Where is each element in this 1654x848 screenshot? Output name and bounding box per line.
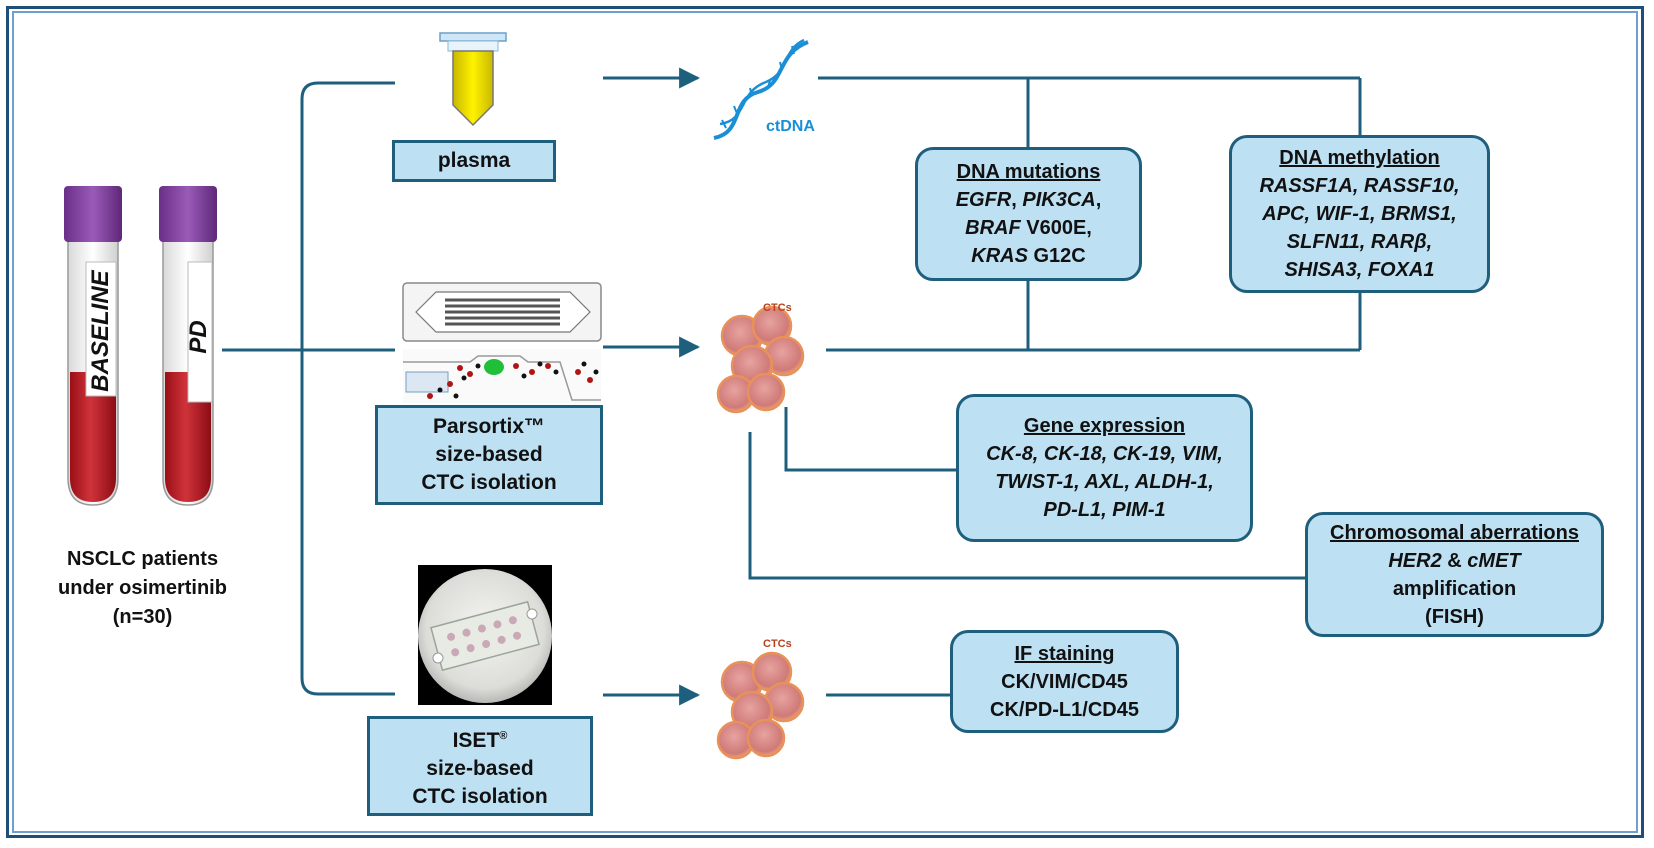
chromosomal-line2: amplification: [1392, 577, 1517, 600]
if-staining-line2: CK/PD-L1/CD45: [990, 698, 1139, 721]
chromosomal-line3: (FISH): [1425, 605, 1484, 628]
parsortix-line1: Parsortix™: [432, 415, 546, 438]
connector-ctc-gene-expression: [784, 407, 956, 472]
dna-methylation-line4: SHISA3, FOXA1: [1284, 259, 1435, 281]
tube-label-baseline: BASELINE: [87, 270, 114, 392]
plasma-box: plasma: [392, 140, 556, 182]
tube-label-pd: PD: [185, 320, 212, 354]
connector-bracket: [300, 81, 395, 696]
gene-expression-title: Gene expression: [1023, 415, 1186, 437]
ctcs-label-2: CTCs: [763, 638, 792, 650]
gene-pik3ca: PIK3CA: [1022, 189, 1096, 211]
patients-caption-line2: under osimertinib: [58, 577, 227, 599]
pd-blood-tube: [159, 186, 217, 506]
parsortix-line2: size-based: [435, 443, 543, 466]
iset-line3: CTC isolation: [412, 784, 548, 808]
gene-braf: BRAF: [965, 217, 1021, 239]
iset-registered-mark: ®: [499, 729, 508, 742]
patients-caption-line1: NSCLC patients: [66, 548, 219, 570]
dna-methylation-line2: APC, WIF-1, BRMS1,: [1262, 203, 1457, 225]
dna-methylation-box: DNA methylation RASSF1A, RASSF10, APC, W…: [1229, 135, 1490, 293]
gene-egfr: EGFR: [955, 189, 1012, 211]
gene-kras: KRAS: [971, 245, 1028, 267]
if-staining-line1: CK/VIM/CD45: [1001, 670, 1128, 693]
patients-caption: NSCLC patients under osimertinib (n=30): [30, 545, 255, 632]
ctc-cluster-icon-2: [716, 651, 805, 760]
chromosomal-title: Chromosomal aberrations: [1330, 521, 1579, 544]
gene-expression-line3: PD-L1, PIM-1: [1043, 499, 1166, 521]
gene-cmet: cMET: [1467, 549, 1521, 572]
if-staining-title: IF staining: [1014, 642, 1115, 665]
plasma-tube-icon: [439, 32, 507, 127]
chromosomal-aberrations-box: Chromosomal aberrations HER2 & cMET ampl…: [1305, 512, 1604, 637]
if-staining-box: IF staining CK/VIM/CD45 CK/PD-L1/CD45: [950, 630, 1179, 733]
parsortix-line3: CTC isolation: [421, 471, 557, 494]
gene-expression-box: Gene expression CK-8, CK-18, CK-19, VIM,…: [956, 394, 1253, 542]
ctc-cluster-icon-1: [716, 305, 805, 414]
iset-line1: ISET: [452, 728, 500, 752]
gene-expression-line2: TWIST-1, AXL, ALDH-1,: [995, 471, 1214, 493]
baseline-blood-tube: [64, 186, 122, 506]
outer-frame: [6, 6, 1644, 838]
dna-methylation-line1: RASSF1A, RASSF10,: [1259, 175, 1460, 197]
iset-line2: size-based: [426, 756, 534, 780]
ctcs-label-1: CTCs: [763, 302, 792, 314]
iset-box: ISET® size-based CTC isolation: [367, 716, 593, 816]
plasma-label: plasma: [437, 149, 511, 172]
dna-mutations-sep2: ,: [1095, 189, 1102, 211]
dna-mutations-box: DNA mutations EGFR, PIK3CA, BRAF V600E, …: [915, 147, 1142, 281]
dna-mutations-title: DNA mutations: [956, 161, 1101, 183]
chromosomal-amp: &: [1441, 549, 1468, 572]
patients-caption-line3: (n=30): [112, 606, 173, 628]
iset-filter-image: [418, 565, 552, 705]
dna-helix-icon: [713, 38, 809, 140]
gene-expression-line1: CK-8, CK-18, CK-19, VIM,: [986, 443, 1223, 465]
braf-variant: V600E,: [1020, 217, 1092, 239]
parsortix-box: Parsortix™ size-based CTC isolation: [375, 405, 603, 505]
inner-frame: [12, 11, 1638, 833]
dna-methylation-title: DNA methylation: [1279, 147, 1440, 169]
connector-ctc-chromosomal: [748, 432, 1305, 580]
gene-her2: HER2: [1388, 549, 1442, 572]
dna-methylation-line3: SLFN11, RARβ,: [1286, 231, 1433, 253]
kras-variant: G12C: [1027, 245, 1086, 267]
ctdna-label: ctDNA: [766, 118, 815, 135]
dna-mutations-sep1: ,: [1011, 189, 1023, 211]
connector-lines: [222, 67, 1362, 706]
parsortix-cassette-image: [402, 282, 602, 403]
